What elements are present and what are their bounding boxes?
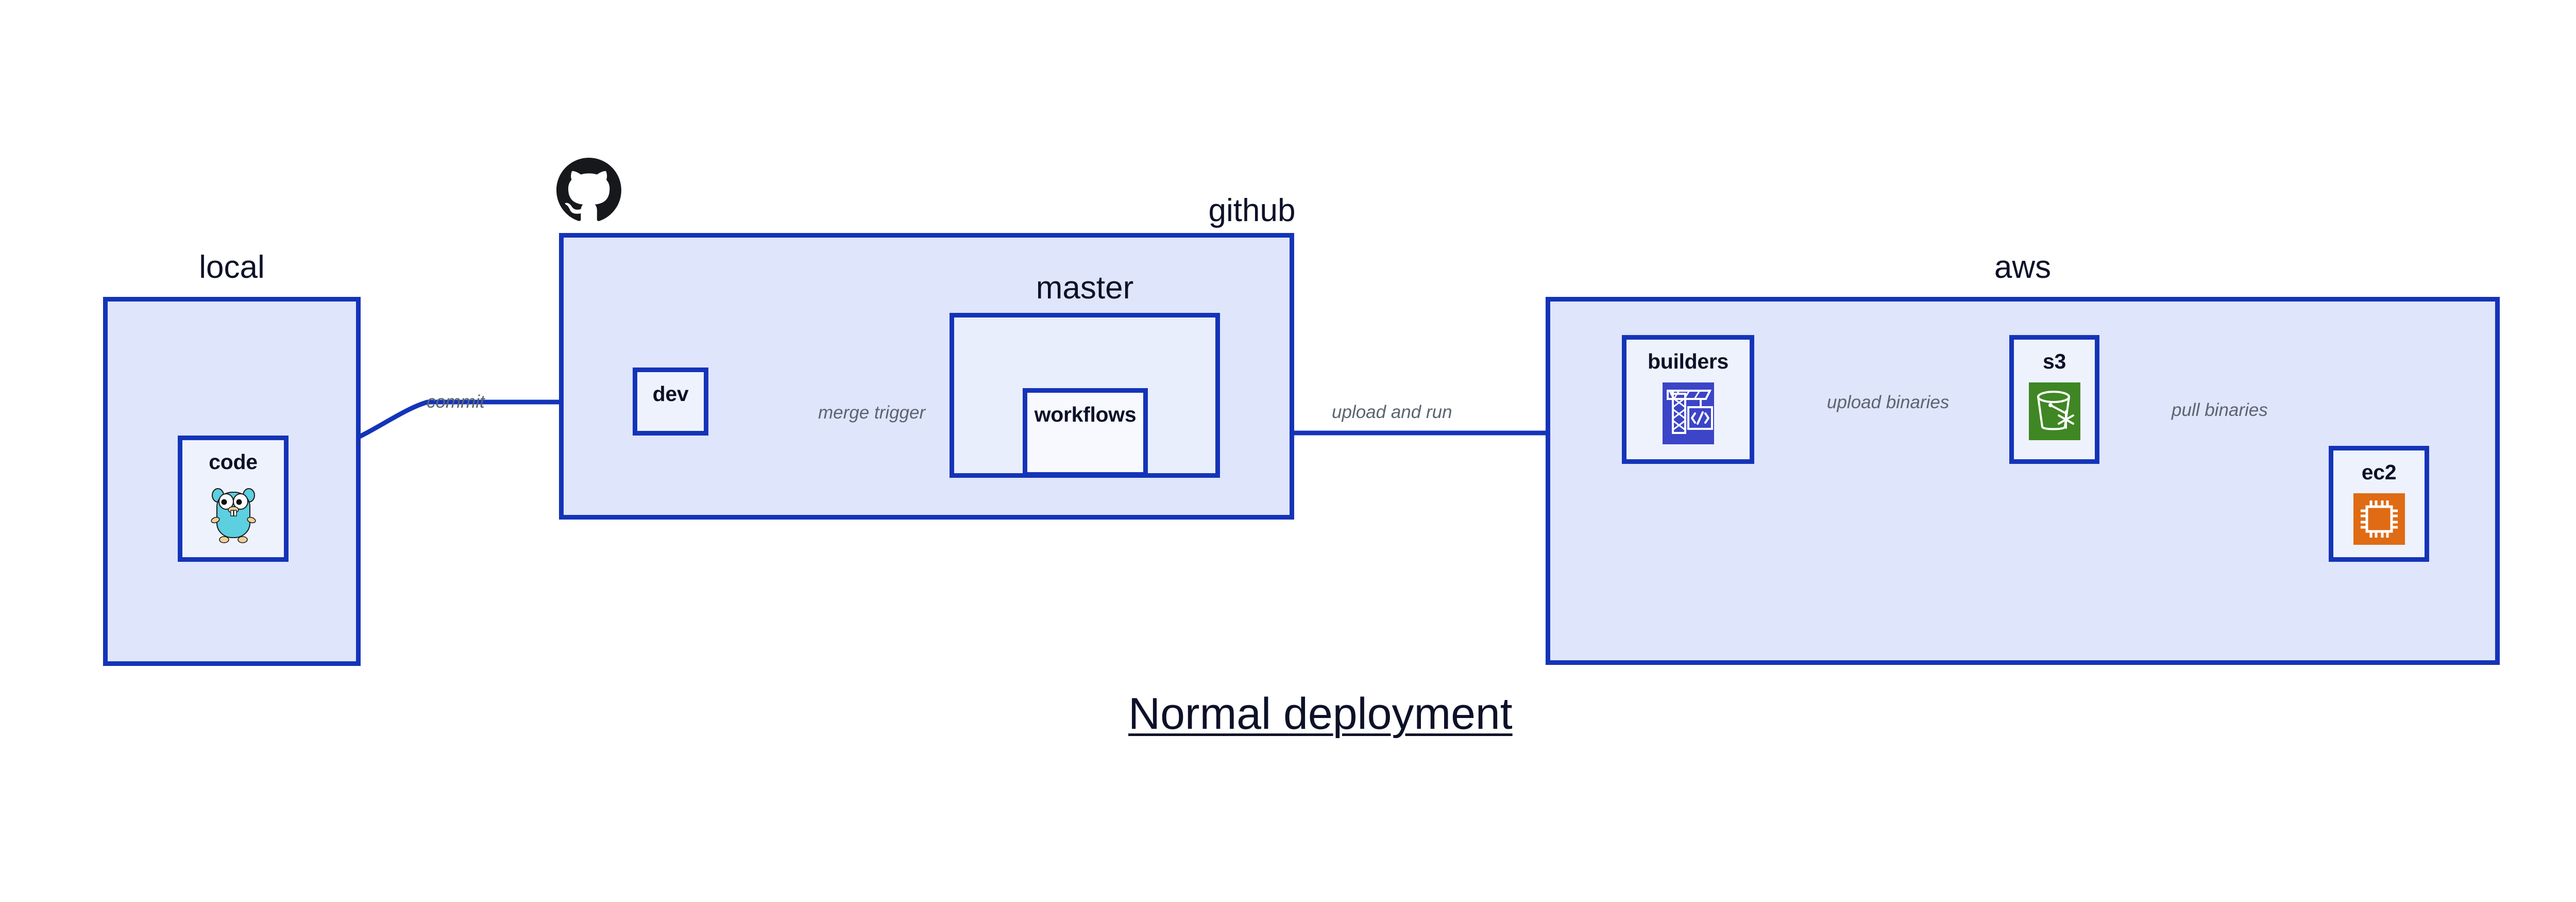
node-builders[interactable]: builders <box>1622 335 1754 464</box>
crane-code-icon <box>1662 382 1714 447</box>
edge-label-upload-and-run: upload and run <box>1332 402 1452 422</box>
edge-label-commit: commit <box>427 392 485 412</box>
edge-label-upload-binaries: upload binaries <box>1827 392 1950 412</box>
group-label-master: master <box>1036 270 1134 306</box>
node-label-dev: dev <box>652 382 689 406</box>
cpu-chip-icon <box>2353 493 2405 547</box>
group-label-local: local <box>199 249 265 285</box>
s3-bucket-icon <box>2028 382 2080 443</box>
node-label-builders: builders <box>1647 349 1729 373</box>
node-label-code: code <box>209 450 258 474</box>
go-gopher-icon <box>210 483 257 547</box>
node-ec2[interactable]: ec2 <box>2329 446 2429 562</box>
node-label-s3: s3 <box>2042 349 2066 373</box>
diagram-title: Normal deployment <box>1128 689 1513 739</box>
github-octocat-icon <box>556 158 621 225</box>
edge-label-pull-binaries: pull binaries <box>2172 400 2268 420</box>
node-workflows[interactable]: workflows <box>1023 388 1148 477</box>
node-code[interactable]: code <box>178 436 289 562</box>
group-label-aws: aws <box>1994 249 2052 285</box>
node-label-ec2: ec2 <box>2361 460 2397 484</box>
group-label-github: github <box>1208 193 1296 228</box>
edge-label-merge-trigger: merge trigger <box>818 403 926 423</box>
node-label-workflows: workflows <box>1034 403 1137 426</box>
node-dev[interactable]: dev <box>633 368 708 436</box>
node-s3[interactable]: s3 <box>2009 335 2099 464</box>
